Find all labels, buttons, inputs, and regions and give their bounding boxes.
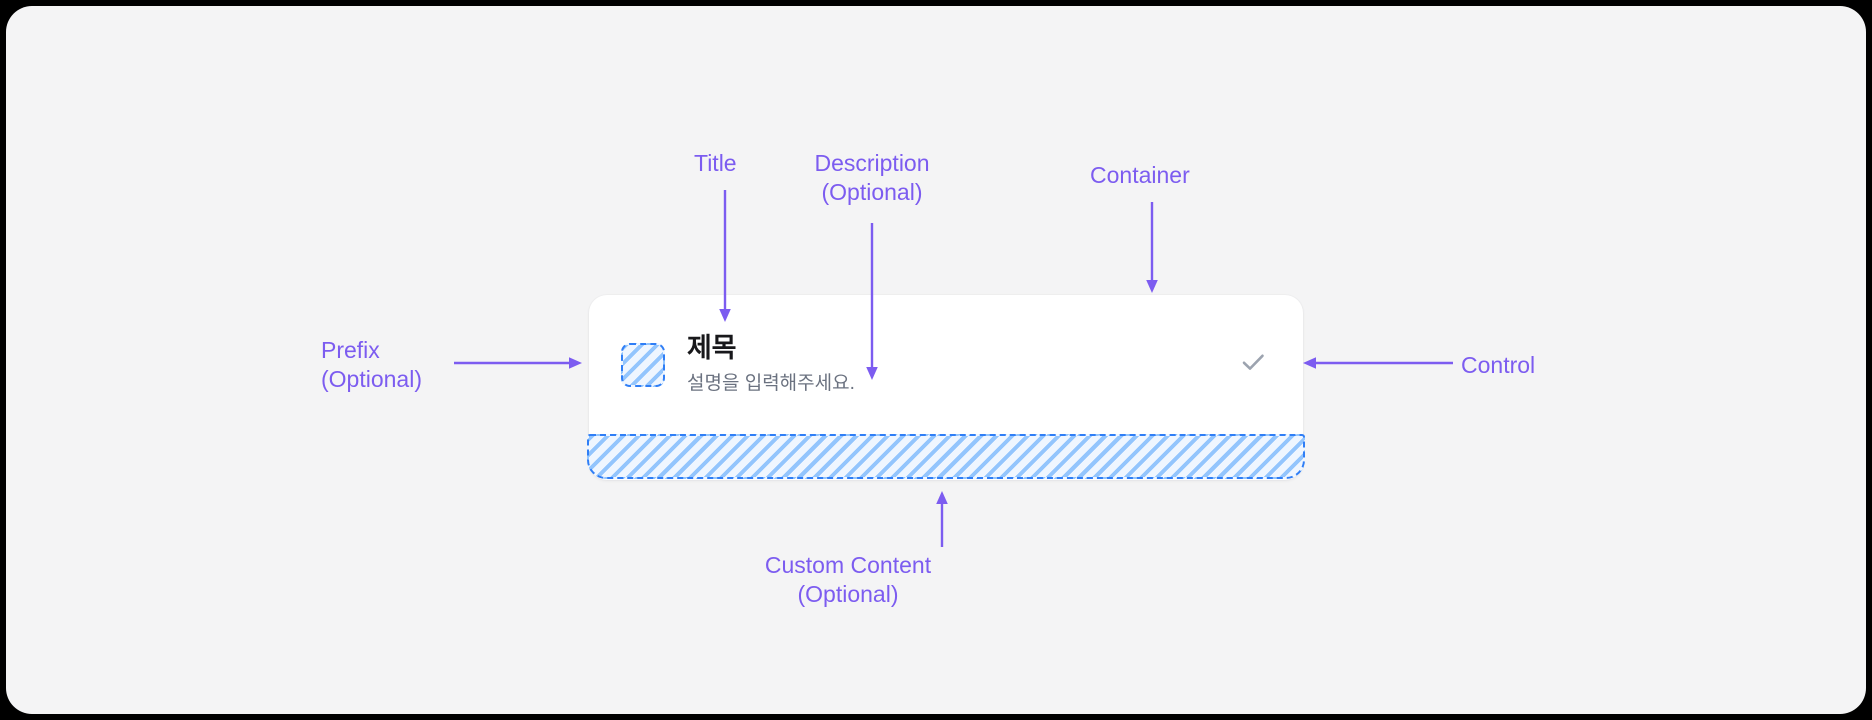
annotation-label-title: Title	[694, 150, 737, 176]
card-text-block: 제목 설명을 입력해주세요.	[687, 333, 1233, 396]
prefix-placeholder-icon[interactable]	[621, 342, 665, 387]
annotation-label-prefix: Prefix (Optional)	[321, 337, 422, 392]
page-title: 제목	[687, 333, 737, 364]
annotation-arrow-prefix	[454, 356, 582, 370]
annotation-label-control: Control	[1461, 352, 1536, 378]
annotation-label-description: Description (Optional)	[814, 150, 930, 205]
card-description: 설명을 입력해주세요.	[687, 373, 855, 395]
control-slot[interactable]	[1233, 345, 1273, 385]
annotation-arrow-custom-content	[935, 491, 949, 547]
custom-content-placeholder[interactable]	[587, 434, 1305, 479]
annotation-arrow-container	[1145, 202, 1159, 294]
annotation-arrow-description	[865, 223, 879, 381]
annotation-label-custom-content: Custom Content (Optional)	[764, 552, 932, 607]
annotation-label-container: Container	[1090, 162, 1190, 188]
check-icon	[1236, 345, 1270, 384]
design-spec-canvas: 제목 설명을 입력해주세요. Title	[6, 6, 1866, 714]
annotation-arrow-title	[718, 190, 732, 323]
card-main-row: 제목 설명을 입력해주세요.	[589, 295, 1303, 434]
list-item-spec-diagram: 제목 설명을 입력해주세요.	[587, 295, 1305, 480]
annotation-arrow-control	[1303, 356, 1453, 370]
